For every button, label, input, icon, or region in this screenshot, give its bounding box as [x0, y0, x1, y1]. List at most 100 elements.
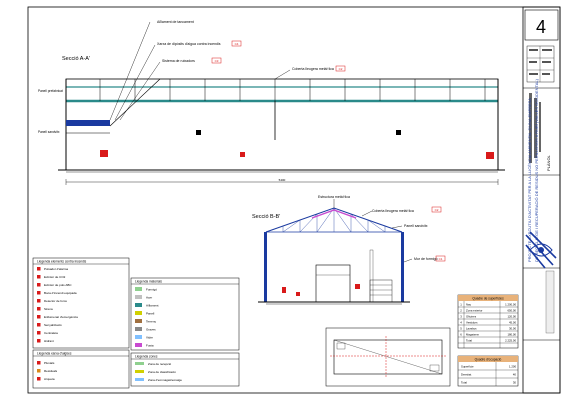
surf-r3-c2: 45,00: [509, 321, 516, 325]
plan-label: PLÀNOL: [546, 154, 551, 171]
occ-r0-c0: Superfície: [461, 365, 474, 369]
legend-materials-item-4: Terreny: [146, 320, 157, 324]
fire-extinguisher-icon: [282, 287, 286, 293]
legend-fire-item-6: Enllumenat d'emergència: [44, 315, 78, 319]
callout-bb-1: Coberta lleugera metàl·lica: [372, 209, 414, 213]
callout-aa-0: Aïllament de tancament: [157, 20, 194, 24]
legend-fire-title: Llegenda elements contra incendis: [37, 260, 87, 264]
legend-fire-item-4: Detector de fums: [44, 299, 67, 303]
surf-r4-c0: 5: [460, 327, 462, 331]
callout-bb-2: Panell sandvitx: [404, 224, 428, 228]
legend-materials-item-0: Formigó: [146, 288, 157, 292]
machinery-outline: [315, 264, 351, 303]
legend-fire-item-5: Sirena: [44, 307, 53, 311]
legend-zones-item-1: Zona de classificació: [148, 370, 176, 374]
fire-hose-cabinet-icon: [100, 150, 108, 157]
occ-r2-c1: 30: [513, 381, 517, 385]
legend-fire: Llegenda elements contra incendis Polsad…: [32, 257, 130, 349]
legend-water: Llegenda xarxa d'aigües Pluvials Residua…: [32, 349, 130, 389]
surf-r2-c2: 120,00: [507, 315, 516, 319]
callout-aa-3: Coberta lleugera metàl·lica: [292, 67, 334, 71]
fire-extinguisher-icon: [240, 152, 245, 157]
table-occupancy: Quadre d'ocupació Superfície 1.200 Densi…: [457, 355, 519, 387]
legend-materials-item-1: Acer: [146, 296, 152, 300]
surf-r4-c2: 30,00: [509, 327, 516, 331]
surf-r1-c1: Zona exterior: [466, 309, 483, 313]
legend-water-item-0: Pluvials: [44, 361, 55, 365]
callout-bb-3-code: C1: [439, 257, 443, 261]
title-line-2: DE RECICLATGE I RECUPERACIÓ DE RESIDUS N…: [534, 78, 539, 262]
surf-r0-c0: 1: [460, 303, 462, 307]
callout-aa-2: Sistema de ruixadors: [162, 59, 195, 63]
title-block-frame: [522, 6, 561, 394]
occ-r1-c1: 40: [513, 373, 517, 377]
callout-aa-1: Xarxa de dipòsits d'aigua contra incendi…: [157, 42, 221, 46]
legend-materials: Llegenda materials Formigó Acer Aïllamen…: [130, 277, 240, 351]
table-surfaces-title: Quadre de superfícies: [472, 297, 504, 301]
legend-water-item-2: Arqueta: [44, 377, 55, 381]
surf-r6-c1: Total: [466, 339, 472, 343]
section-aa-title: Secció A-A': [62, 56, 90, 62]
window-icon: [196, 130, 201, 135]
fire-extinguisher-icon: [296, 292, 300, 296]
legend-materials-item-5: Graves: [146, 328, 156, 332]
table-occupancy-title: Quadre d'ocupació: [475, 358, 502, 362]
callout-bb-1-code: C2: [435, 208, 439, 212]
surf-r1-c2: 650,00: [507, 309, 516, 313]
legend-materials-item-7: Fusta: [146, 344, 154, 348]
legend-fire-item-1: Extintor de CO2: [44, 275, 66, 279]
key-plan: [325, 327, 451, 387]
sheet-number-box: [524, 9, 559, 41]
window-icon: [396, 130, 401, 135]
company-logo: [525, 231, 557, 334]
sheet-number: 4: [536, 17, 546, 37]
legend-fire-item-0: Polsador d'alarma: [44, 267, 68, 271]
legend-materials-item-6: Vidre: [146, 336, 153, 340]
surf-r3-c0: 4: [460, 321, 462, 325]
section-bb-title: Secció B-B': [252, 214, 280, 220]
legend-fire-item-8: Centraleta: [44, 331, 58, 335]
surf-r5-c2: 180,00: [507, 333, 516, 337]
legend-fire-item-9: Hidrant: [44, 339, 54, 343]
fire-alarm-icon: [355, 284, 360, 289]
legend-materials-item-3: Panell: [146, 312, 155, 316]
surf-r1-c0: 2: [460, 309, 462, 313]
surf-r6-c2: 2.225,00: [505, 339, 516, 343]
callout-aa-3-code: C2: [339, 67, 343, 71]
legend-fire-item-3: Boca d'incendi equipada: [44, 291, 77, 295]
fire-hose-cabinet-icon: [486, 152, 494, 159]
surf-r5-c1: Magatzem: [466, 333, 480, 337]
mezzanine-floor: [66, 120, 110, 126]
callout-aa-2-code: C3: [215, 59, 219, 63]
legend-materials-title: Llegenda materials: [135, 280, 162, 284]
surf-r4-c1: Lavabos: [466, 327, 477, 331]
surf-r5-c0: 6: [460, 333, 462, 337]
legend-fire-item-7: Senyalització: [44, 323, 62, 327]
callout-bb-3: Mur de formigó: [414, 257, 438, 261]
legend-materials-item-2: Aïllament: [146, 304, 159, 308]
left-label-aa-0: Panell prefabricat: [38, 89, 63, 93]
table-surfaces: Quadre de superfícies 1 Nau 1.200,00 2 Z…: [457, 294, 519, 349]
left-label-aa-1: Panell sandvitx: [38, 130, 60, 134]
legend-water-title: Llegenda xarxa d'aigües: [37, 352, 72, 356]
surf-r0-c2: 1.200,00: [505, 303, 516, 307]
occ-r1-c0: Densitat: [461, 373, 471, 377]
callout-bb-0: Estructura metàl·lica: [318, 195, 350, 199]
occ-r2-c0: Total: [461, 381, 467, 385]
legend-zones-item-2: Zona d'emmagatzematge: [148, 378, 182, 382]
surf-r0-c1: Nau: [466, 303, 472, 307]
callout-aa-1-code: C4: [235, 42, 239, 46]
legend-zones: Llegenda zones Zona de recepció Zona de …: [130, 352, 240, 387]
legend-fire-item-2: Extintor de pols ABC: [44, 283, 72, 287]
legend-zones-item-0: Zona de recepció: [148, 362, 172, 366]
section-aa: Secció A-A': [38, 20, 505, 185]
title-line-1: PROJECTE EXECUTIU D'ACTIVITAT PER A LA L…: [527, 98, 532, 262]
surf-r3-c1: Vestidors: [466, 321, 478, 325]
surf-r2-c1: Oficines: [466, 315, 477, 319]
surf-r2-c0: 3: [460, 315, 462, 319]
legend-water-item-1: Residuals: [44, 369, 58, 373]
section-bb: Secció B-B' Estructura: [252, 195, 446, 305]
dimension-aa: 5400: [279, 178, 286, 182]
legend-zones-title: Llegenda zones: [135, 355, 158, 359]
